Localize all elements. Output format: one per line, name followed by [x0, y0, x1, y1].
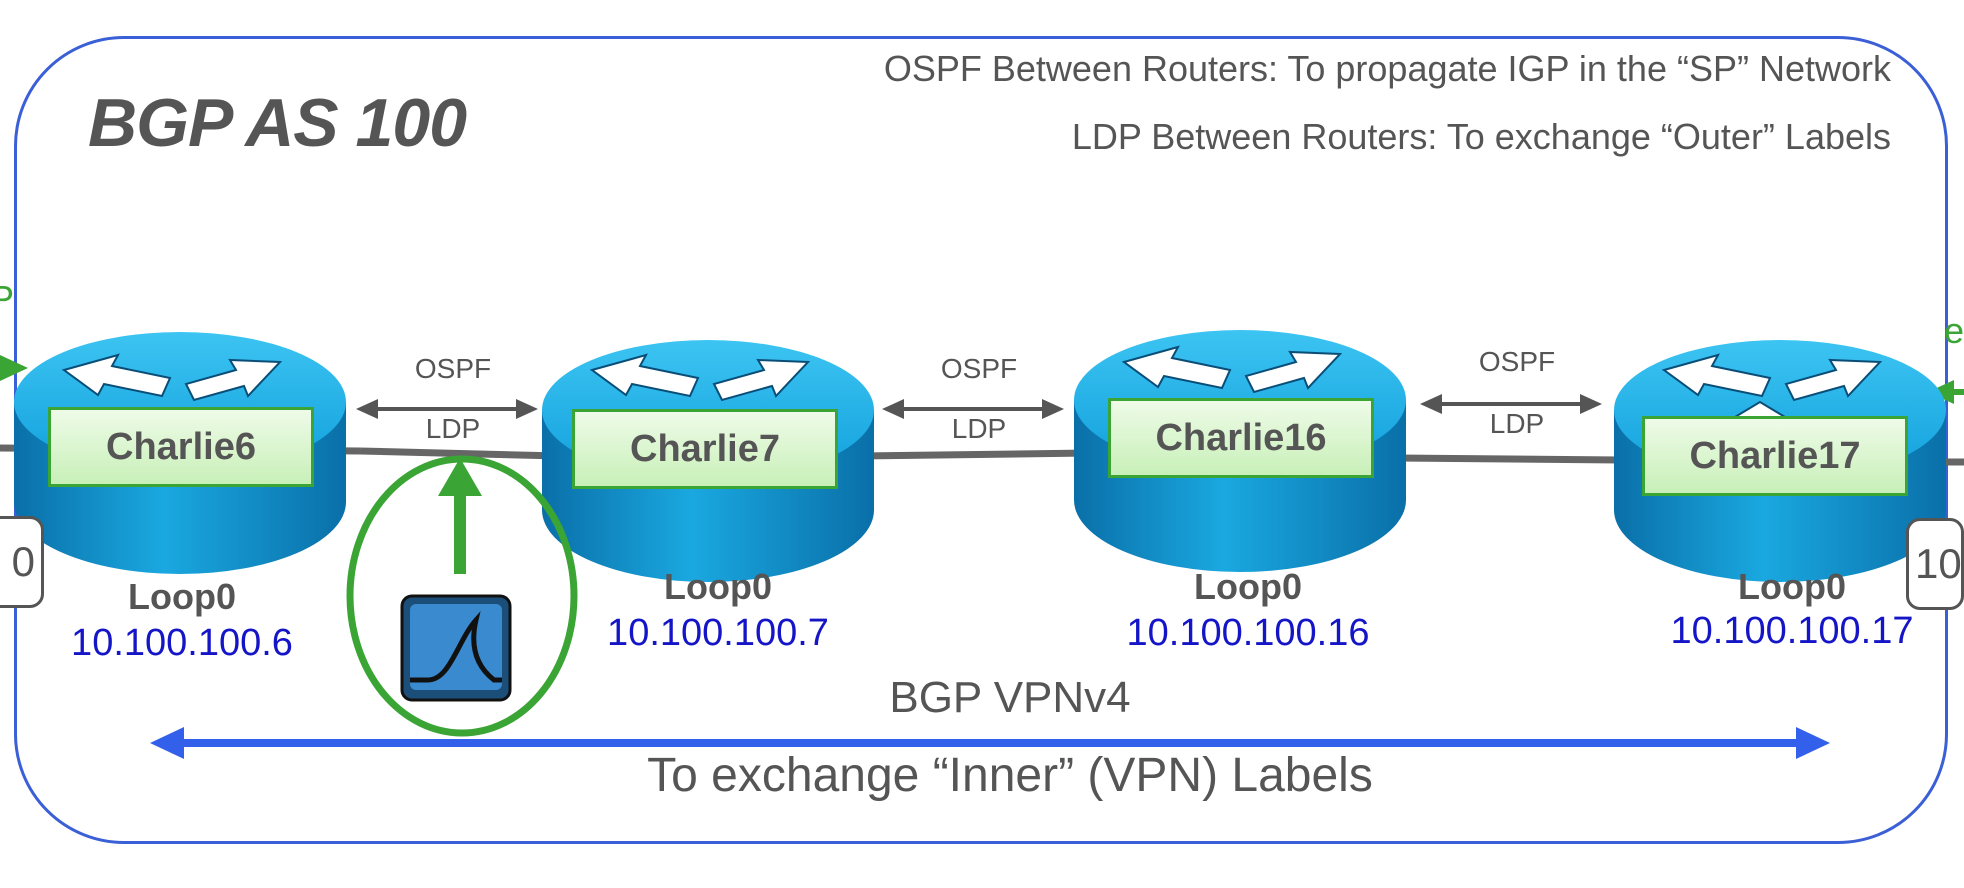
loop-label-charlie16: Loop0 [1194, 566, 1302, 607]
ldp-note: LDP Between Routers: To exchange “Outer”… [1071, 116, 1891, 157]
router-label-charlie7: Charlie7 [572, 409, 838, 489]
loop-label-charlie6: Loop0 [128, 576, 236, 617]
vpnv4-arrow [150, 727, 1830, 759]
link3-ospf-label: OSPF [1478, 346, 1556, 377]
router-label-charlie6: Charlie6 [48, 407, 314, 487]
left-edge-box: 0 [0, 516, 44, 608]
link3-ldp-label: LDP [1489, 408, 1545, 439]
ospf-ldp-arrow-2 [882, 399, 1064, 419]
wireshark-capture-icon [400, 594, 512, 702]
ip-charlie6: 10.100.100.6 [71, 622, 293, 664]
vpnv4-subtitle: To exchange “Inner” (VPN) Labels [647, 749, 1373, 802]
ospf-ldp-arrow-1 [356, 399, 538, 419]
right-edge-box-text: 10 [1915, 540, 1962, 587]
ip-charlie17: 10.100.100.17 [1670, 610, 1914, 652]
ospf-ldp-arrow-3 [1420, 394, 1602, 414]
vpnv4-title: BGP VPNv4 [889, 673, 1131, 722]
ip-charlie7: 10.100.100.7 [607, 612, 829, 654]
router-label-charlie17: Charlie17 [1642, 416, 1908, 496]
loop-label-charlie17: Loop0 [1738, 566, 1846, 607]
left-edge-arrow [0, 355, 28, 381]
link1-ldp-label: LDP [425, 413, 481, 444]
link2-ospf-label: OSPF [940, 353, 1018, 384]
left-edge-text: P [0, 278, 15, 319]
right-edge-text: e [1944, 310, 1964, 351]
link2-ldp-label: LDP [951, 413, 1007, 444]
capture-point [346, 455, 578, 737]
router-arrows-icon [1661, 353, 1883, 421]
right-edge-arrow [1928, 380, 1964, 404]
ospf-note: OSPF Between Routers: To propagate IGP i… [883, 48, 1891, 89]
left-edge-box-text: 0 [11, 538, 35, 585]
ip-charlie16: 10.100.100.16 [1126, 612, 1370, 654]
loop-label-charlie7: Loop0 [664, 566, 772, 607]
right-edge-box: 10 [1906, 518, 1964, 610]
router-label-charlie16: Charlie16 [1108, 398, 1374, 478]
router-arrows-icon [589, 353, 811, 402]
as-title: BGP AS 100 [88, 85, 467, 161]
router-arrows-icon [61, 353, 283, 402]
router-arrows-icon [1121, 345, 1343, 394]
link1-ospf-label: OSPF [414, 353, 492, 384]
